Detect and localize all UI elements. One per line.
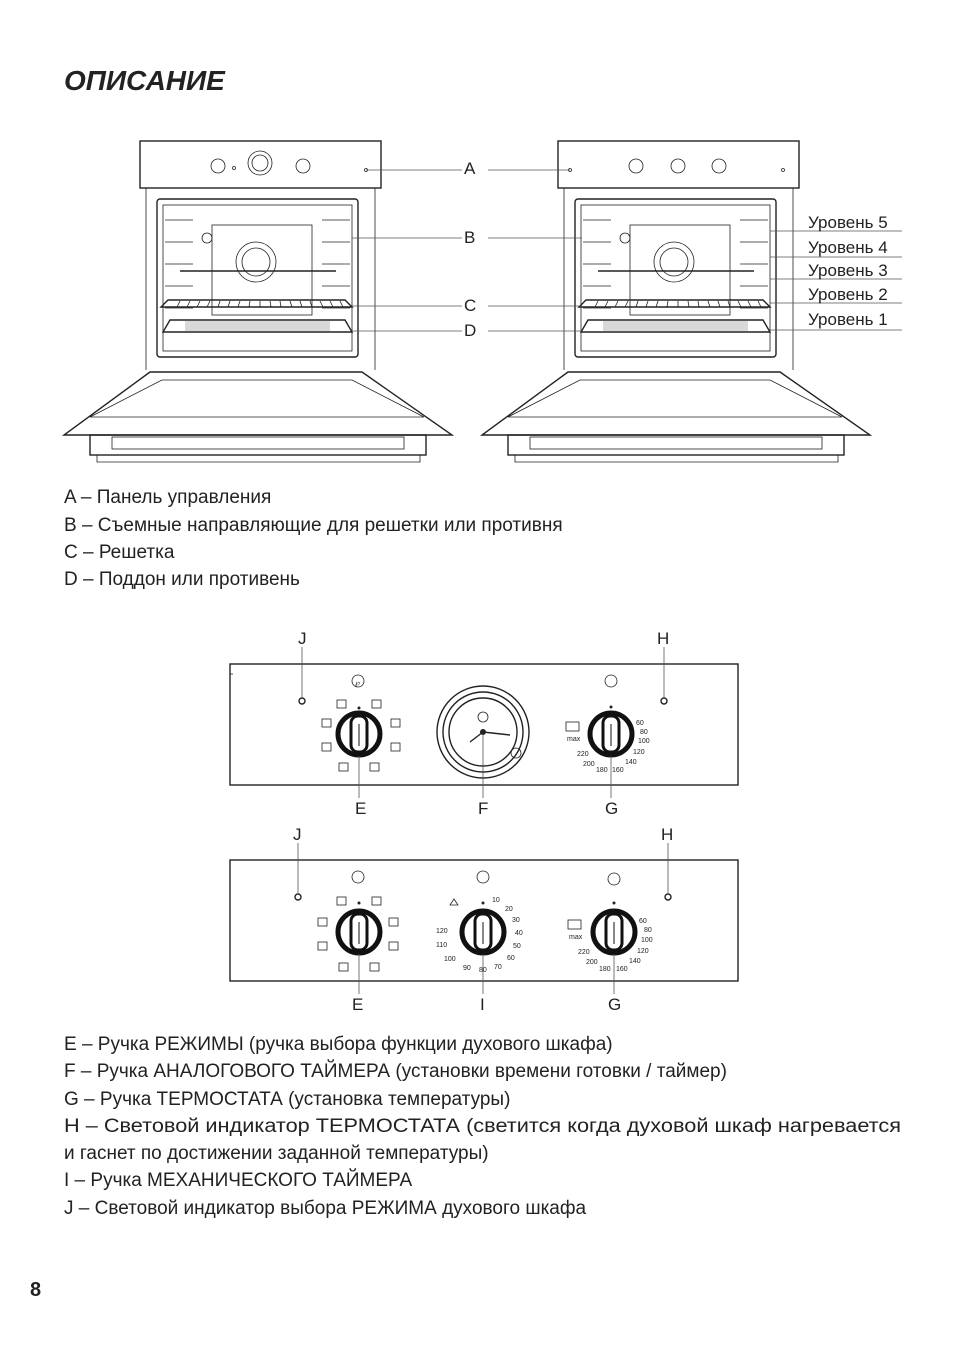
legend-item-j: J – Световой индикатор выбора РЕЖИМА дух…: [64, 1198, 586, 1219]
oven-legend: A – Панель управления B – Съемные направ…: [64, 487, 563, 590]
legend-item-i: I – Ручка МЕХАНИЧЕСКОГО ТАЙМЕРА: [64, 1169, 412, 1191]
mode-knob-icon: [317, 870, 399, 972]
oven-illustration-left: [61, 140, 455, 463]
panel2-label-h: H: [661, 825, 673, 844]
legend-item-e: E – Ручка РЕЖИМЫ (ручка выбора функции д…: [64, 1034, 613, 1055]
panel1-label-e: E: [355, 799, 366, 818]
level-2-label: Уровень 2: [808, 285, 888, 304]
level-4-label: Уровень 4: [808, 238, 888, 257]
callout-c: C: [464, 296, 476, 315]
level-3-label: Уровень 3: [808, 261, 888, 280]
svg-text:140: 140: [625, 759, 637, 766]
svg-text:40: 40: [515, 930, 523, 937]
svg-text:10: 10: [492, 897, 500, 904]
legend-item-g: G – Ручка ТЕРМОСТАТА (установка температ…: [64, 1089, 510, 1110]
panel1-label-f: F: [478, 799, 488, 818]
legend-item-h-cont: и гаснет по достижении заданной температ…: [64, 1143, 489, 1164]
svg-text:20: 20: [505, 906, 513, 913]
svg-text:220: 220: [577, 751, 589, 758]
svg-text:max: max: [569, 934, 583, 941]
panel2-label-i: I: [480, 995, 485, 1014]
svg-text:110: 110: [436, 942, 447, 949]
panel1-label-g: G: [605, 799, 618, 818]
svg-text:180: 180: [599, 966, 611, 973]
svg-text:140: 140: [629, 958, 641, 965]
svg-text:160: 160: [612, 767, 624, 774]
legend-item-h: H – Световой индикатор ТЕРМОСТАТА (свети…: [64, 1116, 901, 1137]
panel2-thermostat-scale: max 60 80 100 120 140 160 180 200 220: [569, 918, 653, 973]
callout-b: B: [464, 228, 475, 247]
svg-text:80: 80: [640, 729, 648, 736]
svg-text:90: 90: [463, 965, 471, 972]
svg-text:120: 120: [637, 948, 649, 955]
svg-text:120: 120: [633, 749, 645, 756]
svg-text:220: 220: [578, 949, 590, 956]
legend-item-a: A – Панель управления: [64, 487, 271, 508]
svg-text:160: 160: [616, 966, 628, 973]
controls-legend: E – Ручка РЕЖИМЫ (ручка выбора функции д…: [64, 1034, 901, 1219]
panel2-label-g: G: [608, 995, 621, 1014]
callout-a: A: [464, 159, 476, 178]
svg-text:200: 200: [583, 761, 595, 768]
svg-text:180: 180: [596, 767, 608, 774]
svg-text:30: 30: [512, 917, 520, 924]
svg-text:80: 80: [479, 967, 487, 974]
svg-text:100: 100: [638, 738, 650, 745]
level-5-label: Уровень 5: [808, 213, 888, 232]
mechanical-timer-knob-icon: [449, 870, 507, 956]
page-title: ОПИСАНИЕ: [64, 65, 226, 96]
svg-text:200: 200: [586, 959, 598, 966]
svg-text:100: 100: [444, 956, 456, 963]
svg-text:80: 80: [644, 927, 652, 934]
page-number: 8: [30, 1279, 41, 1301]
panel1-thermostat-scale: max 60 80 100 120 140 160 180 200 220: [567, 720, 650, 774]
mode-knob-icon: ℘: [321, 674, 401, 772]
control-panel-mechanical-timer: [229, 843, 739, 994]
level-1-label: Уровень 1: [808, 310, 888, 329]
legend-item-f: F – Ручка АНАЛОГОВОГО ТАЙМЕРА (установки…: [64, 1060, 727, 1082]
svg-text:60: 60: [507, 955, 515, 962]
thermostat-knob-icon: [565, 674, 635, 758]
svg-text:100: 100: [641, 937, 653, 944]
panel2-label-j: J: [293, 825, 302, 844]
legend-item-d: D – Поддон или противень: [64, 569, 300, 590]
oven-callout-leaders: [352, 169, 902, 332]
panel1-label-h: H: [657, 629, 669, 648]
legend-item-b: B – Съемные направляющие для решетки или…: [64, 515, 563, 536]
svg-text:50: 50: [513, 943, 521, 950]
callout-d: D: [464, 321, 476, 340]
control-panel-analog-timer: ℘: [229, 647, 739, 798]
svg-text:60: 60: [639, 918, 647, 925]
panel1-label-j: J: [298, 629, 307, 648]
legend-item-c: C – Решетка: [64, 542, 175, 563]
thermostat-knob-icon: [567, 872, 638, 956]
svg-text:60: 60: [636, 720, 644, 727]
panel2-label-e: E: [352, 995, 363, 1014]
svg-text:max: max: [567, 736, 581, 743]
svg-text:℘: ℘: [355, 680, 360, 687]
svg-text:120: 120: [436, 928, 448, 935]
panel2-timer-scale: 10 20 30 40 50 60 70 80 90 100 110 120: [436, 897, 523, 974]
svg-text:70: 70: [494, 964, 502, 971]
